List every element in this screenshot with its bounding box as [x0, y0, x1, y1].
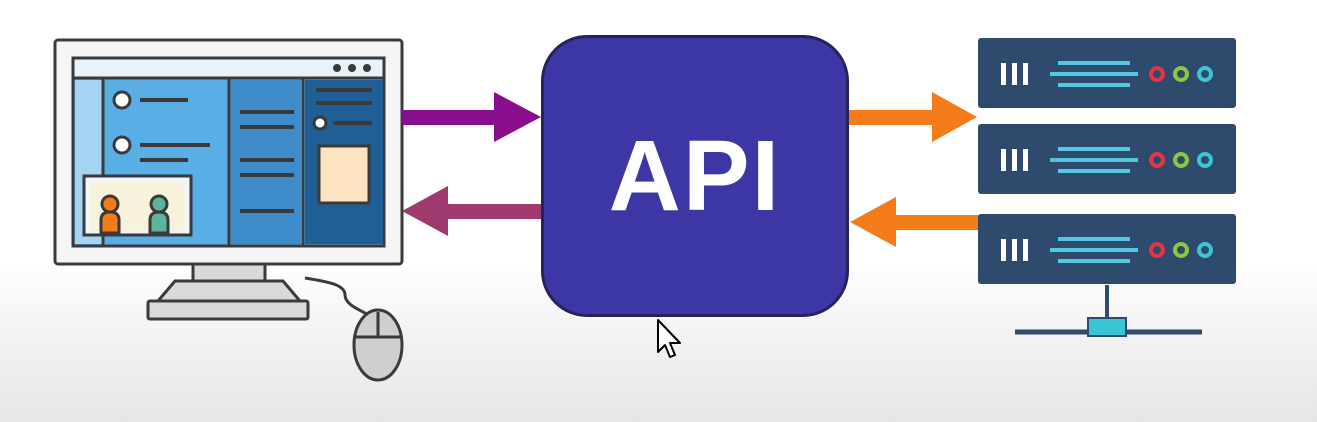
desktop-computer-icon	[53, 38, 404, 321]
server-unit	[978, 38, 1236, 108]
server-to-api-arrow	[850, 197, 979, 247]
mouse-icon	[352, 308, 404, 382]
mouse-pointer-icon	[657, 319, 681, 358]
request-arrow	[402, 92, 541, 142]
api-box: API	[541, 35, 849, 317]
api-label: API	[608, 120, 782, 232]
server-rack-icon	[978, 38, 1236, 337]
api-to-server-arrow	[849, 92, 977, 142]
server-unit	[978, 214, 1236, 284]
server-unit	[978, 124, 1236, 194]
response-arrow	[402, 186, 542, 236]
